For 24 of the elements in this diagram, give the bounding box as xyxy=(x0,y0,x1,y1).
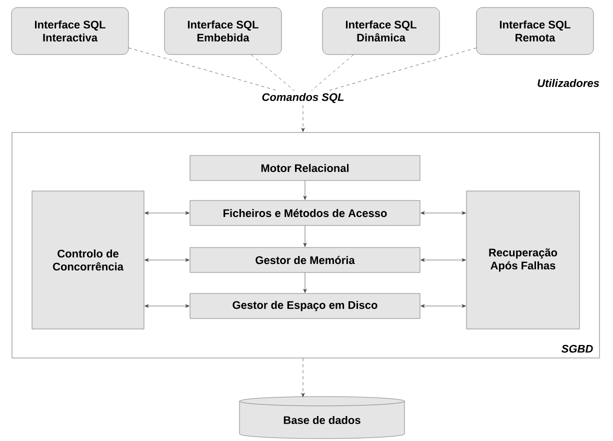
arrow xyxy=(144,258,190,262)
interface-box: Interface SQL Interactiva xyxy=(11,7,129,55)
module-box: Recuperação Após Falhas xyxy=(466,190,580,330)
layer-box: Ficheiros e Métodos de Acesso xyxy=(190,200,420,226)
interface-box: Interface SQL Remota xyxy=(476,7,594,55)
arrow xyxy=(301,358,305,398)
module-box: Controlo de Concorrência xyxy=(32,190,144,330)
layer-box: Motor Relacional xyxy=(190,155,420,181)
command-text: Comandos SQL xyxy=(262,92,344,104)
arrow xyxy=(420,258,466,262)
arrow xyxy=(144,211,190,215)
arrow xyxy=(303,226,307,247)
arrow xyxy=(303,180,307,200)
layer-box: Gestor de Espaço em Disco xyxy=(190,293,420,319)
database-cylinder: Base de dados xyxy=(239,396,405,439)
arrow xyxy=(420,304,466,308)
interface-box: Interface SQL Dinâmica xyxy=(322,7,440,55)
arrow xyxy=(303,272,307,293)
arrow xyxy=(420,211,466,215)
arrow xyxy=(301,105,305,132)
arrow xyxy=(144,304,190,308)
layer-box: Gestor de Memória xyxy=(190,247,420,273)
interface-box: Interface SQL Embebida xyxy=(164,7,282,55)
group-label: Utilizadores xyxy=(538,78,600,88)
